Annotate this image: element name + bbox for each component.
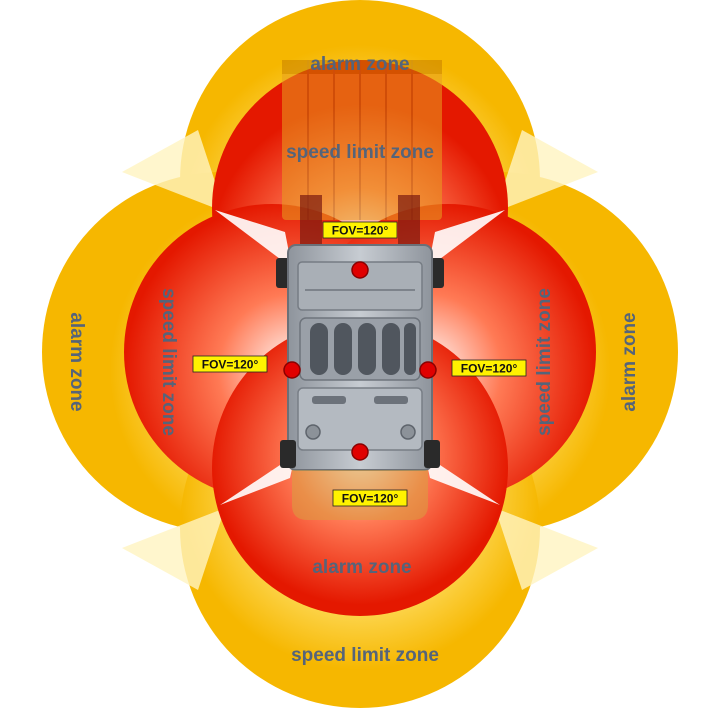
fov-label-front: FOV=120° (332, 224, 389, 238)
fov-badge-left: FOV=120° (192, 355, 268, 373)
label-left-outer: alarm zone (66, 312, 87, 411)
zone-labels: alarm zone speed limit zone alarm zone s… (66, 54, 640, 666)
wheel-rear-left (280, 440, 296, 468)
blind-triangle-bottom-left (220, 455, 295, 505)
cameras (283, 261, 437, 461)
fov-label-left: FOV=120° (202, 358, 259, 372)
label-left-inner: speed limit zone (158, 288, 179, 436)
fov-label-right: FOV=120° (461, 362, 518, 376)
fov-label-rear: FOV=120° (342, 492, 399, 506)
vehicle-bucket (282, 60, 442, 220)
camera-front-dot (351, 261, 369, 279)
label-top-outer: alarm zone (310, 54, 409, 75)
label-bottom-outer: speed limit zone (291, 645, 439, 666)
blind-wedge-top-left (122, 130, 225, 212)
fov-badge-rear: FOV=120° (332, 489, 408, 507)
label-right-inner: speed limit zone (534, 288, 555, 436)
label-right-outer: alarm zone (619, 312, 640, 411)
blind-wedge-top-right (495, 130, 598, 212)
blind-triangle-top-left (215, 210, 292, 268)
vehicle-arm-left (300, 195, 322, 255)
camera-left-dot (283, 361, 301, 379)
camera-right-dot (419, 361, 437, 379)
label-top-inner: speed limit zone (286, 142, 434, 163)
label-bottom-inner: alarm zone (312, 557, 411, 578)
wheel-rear-right (424, 440, 440, 468)
vehicle (276, 60, 444, 520)
camera-rear-dot (351, 443, 369, 461)
blind-wedge-bottom-left (122, 508, 225, 590)
blind-triangle-bottom-right (425, 455, 500, 505)
blind-triangle-top-right (428, 210, 505, 268)
fov-badge-right: FOV=120° (451, 359, 527, 377)
blind-wedge-bottom-right (495, 508, 598, 590)
fov-badges: FOV=120° FOV=120° FOV=120° FOV=120° (192, 221, 527, 507)
fov-badge-front: FOV=120° (322, 221, 398, 239)
vehicle-arm-right (398, 195, 420, 255)
